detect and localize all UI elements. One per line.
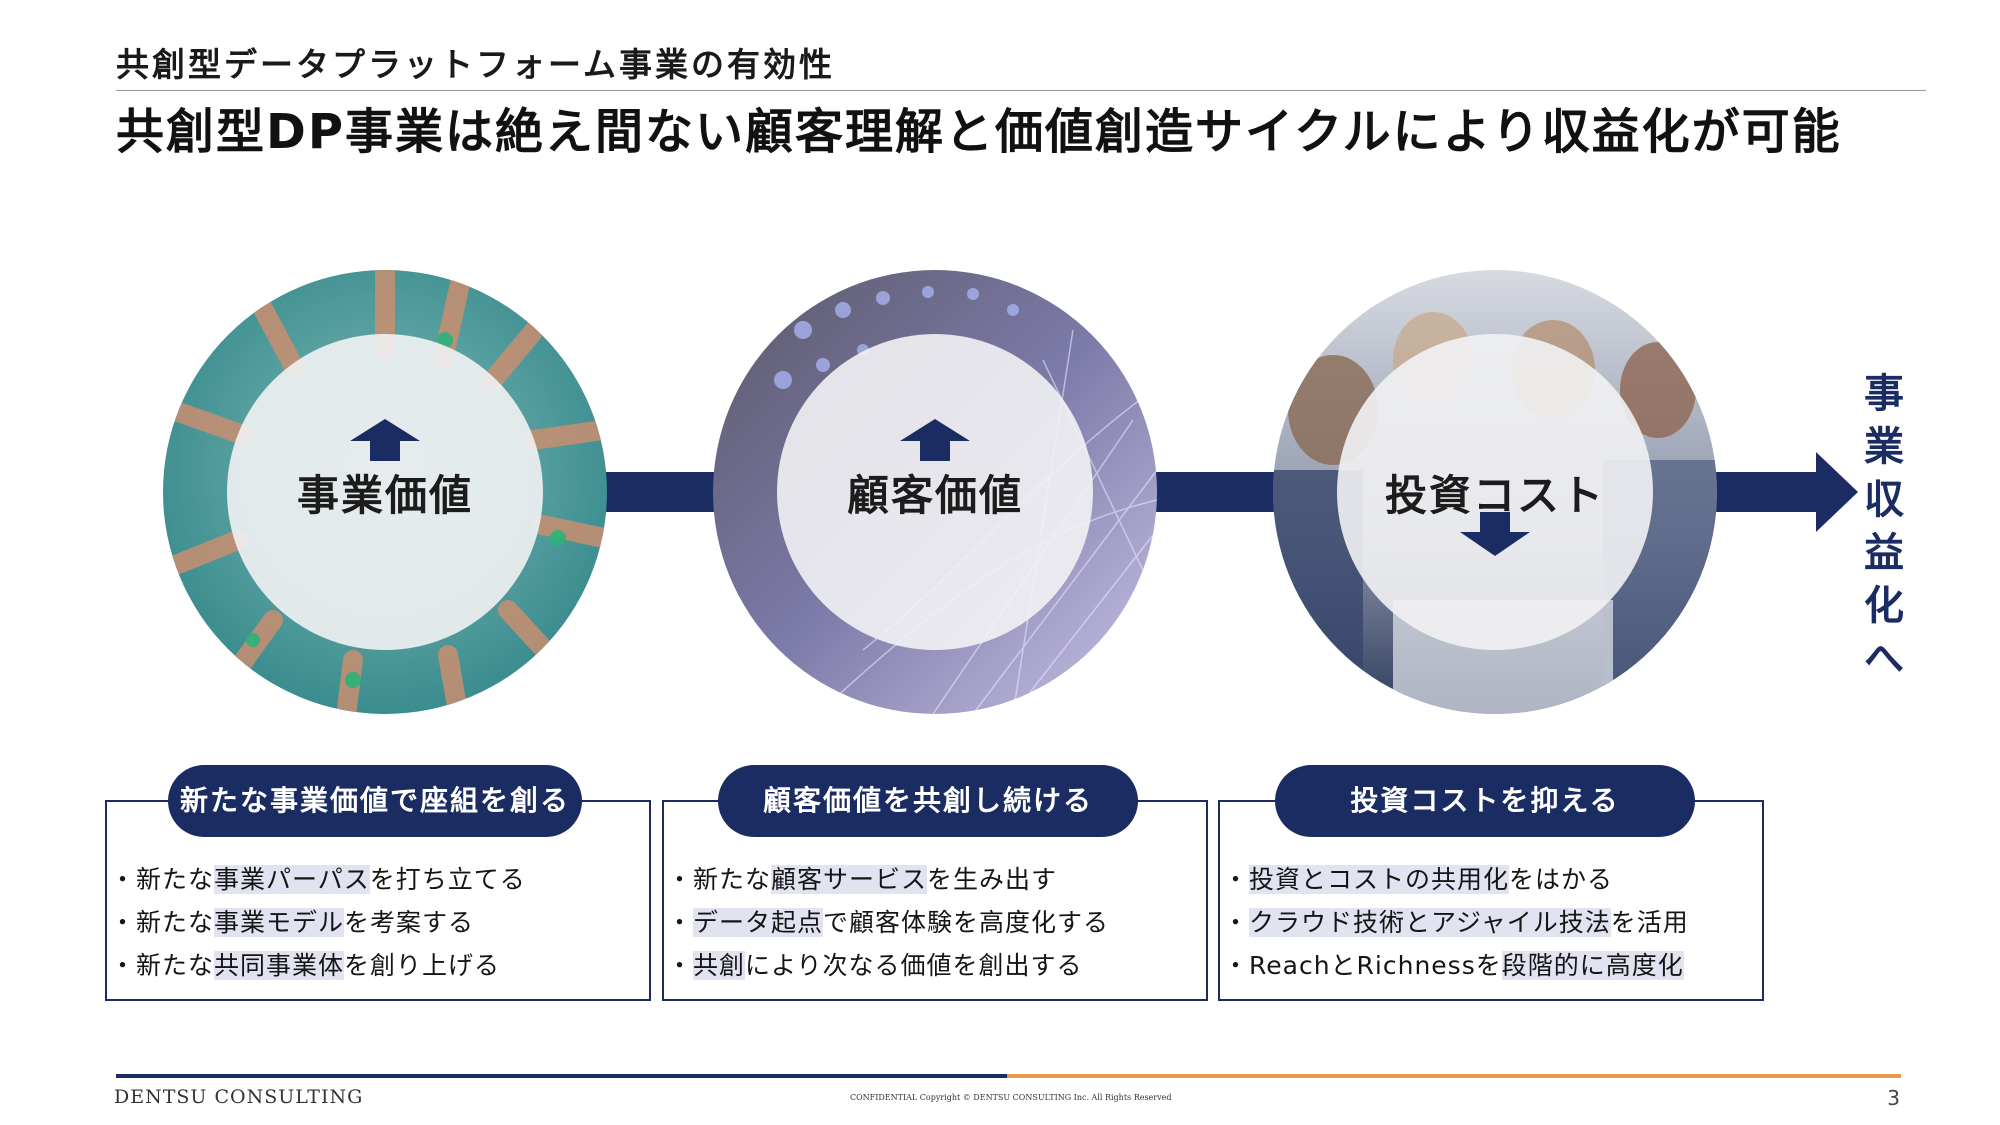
investment-cost-inner-disc	[1337, 334, 1653, 650]
footer-brand-logo: DENTSU CONSULTING	[114, 1086, 364, 1108]
title-rule	[116, 90, 1926, 91]
exit-arrow-icon	[1712, 452, 1858, 532]
business-value-inner-disc	[227, 334, 543, 650]
list-item: ・新たな共同事業体を創り上げる	[110, 951, 501, 980]
up-arrow-icon	[350, 419, 420, 461]
business-value-card-title: 新たな事業価値で座組を創る	[168, 765, 582, 837]
investment-cost-label: 投資コスト	[1384, 471, 1605, 520]
investment-cost-card-title: 投資コストを抑える	[1275, 765, 1695, 837]
list-item: ・データ起点で顧客体験を高度化する	[667, 908, 1110, 937]
section-subtitle: 共創型データプラットフォーム事業の有効性	[116, 45, 836, 84]
list-item: ・ReachとRichnessを段階的に高度化	[1223, 951, 1684, 980]
footer-rule-orange	[1007, 1074, 1901, 1078]
connector-bar-2	[1150, 472, 1280, 512]
customer-value-card-title: 顧客価値を共創し続ける	[718, 765, 1138, 837]
list-item: ・新たな顧客サービスを生み出す	[667, 865, 1058, 894]
down-arrow-icon	[1460, 512, 1530, 556]
footer-confidential-notice: CONFIDENTIAL Copyright © DENTSU CONSULTI…	[850, 1093, 1172, 1102]
connector-bar-1	[600, 472, 720, 512]
customer-value-inner-disc	[777, 334, 1093, 650]
page-number: 3	[1887, 1086, 1900, 1110]
list-item: ・クラウド技術とアジャイル技法を活用	[1223, 908, 1689, 937]
up-arrow-icon	[900, 419, 970, 461]
list-item: ・新たな事業モデルを考案する	[110, 908, 475, 937]
customer-value-label: 顧客価値	[846, 471, 1023, 520]
page-title: 共創型DP事業は絶え間ない顧客理解と価値創造サイクルにより収益化が可能	[116, 104, 1842, 160]
monetization-label: 事業収益化へ	[1864, 371, 1904, 682]
business-value-label: 事業価値	[296, 471, 473, 520]
list-item: ・新たな事業パーパスを打ち立てる	[110, 865, 526, 894]
list-item: ・投資とコストの共用化をはかる	[1223, 865, 1614, 894]
list-item: ・共創により次なる価値を創出する	[667, 951, 1083, 980]
footer-rule-navy	[116, 1074, 1007, 1078]
